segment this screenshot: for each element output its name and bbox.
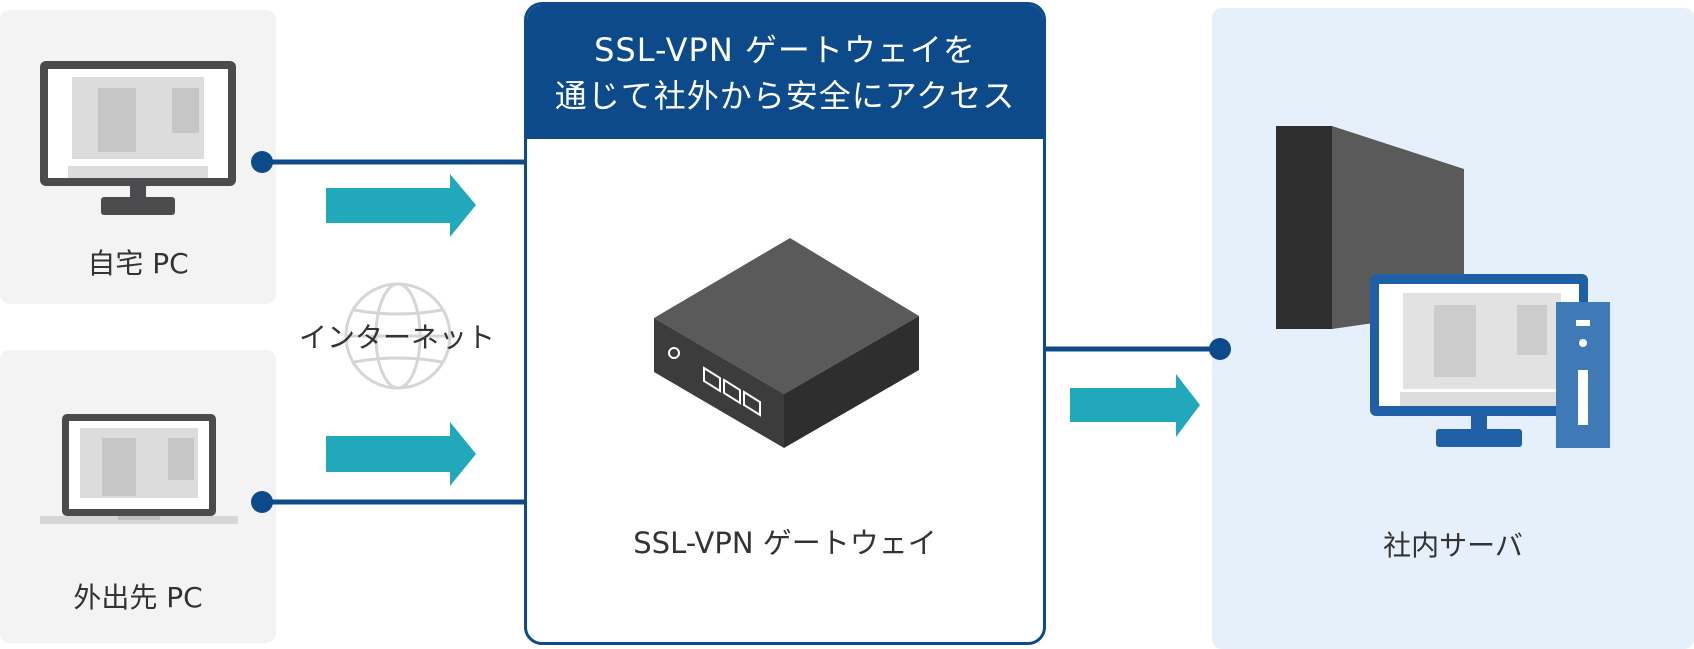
gateway-header-line2: 通じて社外から安全にアクセス (554, 77, 1016, 115)
laptop-icon (40, 414, 238, 524)
mobile-pc-label: 外出先 PC (73, 581, 203, 614)
server-label: 社内サーバ (1383, 529, 1523, 562)
internet-label: インターネット (298, 321, 495, 354)
globe-icon (344, 282, 452, 390)
gateway-header-line1: SSL-VPN ゲートウェイを (594, 31, 976, 69)
arrow-mobile-to-gateway (326, 422, 476, 486)
flow-arrows (326, 174, 1200, 486)
gateway-panel: SSL-VPN ゲートウェイを 通じて社外から安全にアクセス (524, 2, 1046, 645)
arrow-gateway-to-server (1070, 374, 1200, 437)
connection-lines (251, 151, 1231, 513)
vpn-appliance-icon (654, 238, 919, 448)
arrow-home-to-gateway (326, 174, 476, 237)
gateway-header: SSL-VPN ゲートウェイを 通じて社外から安全にアクセス (527, 5, 1043, 139)
home-pc-label: 自宅 PC (87, 247, 189, 280)
home-pc-connector (251, 151, 273, 173)
server-connector (1209, 338, 1231, 360)
gateway-label: SSL-VPN ゲートウェイ (633, 526, 937, 560)
mobile-pc-connector (251, 491, 273, 513)
desktop-monitor-icon (40, 61, 236, 215)
server-client-monitor-icon (1370, 274, 1610, 448)
